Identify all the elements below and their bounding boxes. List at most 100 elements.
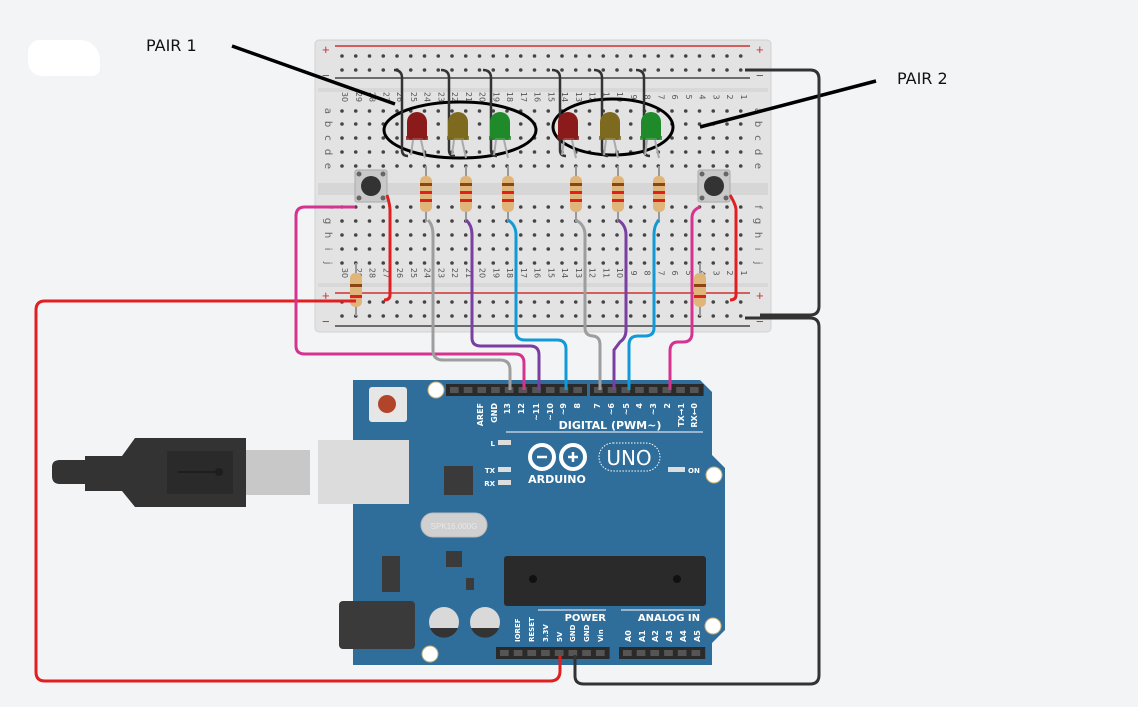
header-pin[interactable]	[650, 650, 660, 656]
rail-hole	[601, 68, 606, 72]
terminal-hole	[395, 109, 399, 113]
pulldown-resistor[interactable]	[350, 263, 362, 316]
resistor[interactable]	[502, 166, 514, 222]
header-pin[interactable]	[662, 387, 672, 393]
terminal-hole	[477, 205, 482, 209]
terminal-hole	[518, 122, 523, 126]
terminal-hole	[367, 247, 372, 251]
header-pin[interactable]	[554, 650, 564, 656]
header-pin[interactable]	[635, 387, 644, 393]
rail-hole	[546, 54, 551, 58]
header-pin[interactable]	[607, 387, 617, 393]
ground-jumper[interactable]	[440, 68, 456, 158]
wire-pin13[interactable]	[426, 218, 512, 390]
wire-pin2[interactable]	[668, 205, 701, 390]
resistor[interactable]	[460, 166, 472, 222]
led-pair2-green[interactable]	[640, 112, 662, 159]
terminal-hole	[381, 219, 386, 223]
resistor[interactable]	[612, 166, 624, 222]
rail-hole	[408, 68, 413, 72]
wire-gnd[interactable]	[573, 316, 821, 686]
power-header	[496, 647, 610, 659]
header-pin[interactable]	[491, 387, 500, 393]
led-pair2-red[interactable]	[557, 112, 579, 159]
wire-pin5[interactable]	[627, 218, 661, 390]
resistor[interactable]	[570, 166, 582, 222]
header-pin[interactable]	[463, 387, 473, 393]
header-pin[interactable]	[664, 650, 673, 656]
led-pair1-yellow[interactable]	[447, 112, 469, 159]
header-pin[interactable]	[595, 650, 605, 656]
header-pin[interactable]	[477, 387, 487, 393]
ground-jumper[interactable]	[393, 68, 409, 158]
header-pin[interactable]	[582, 650, 591, 656]
row-letter: e	[752, 163, 763, 169]
rail-hole	[601, 300, 606, 304]
header-pin[interactable]	[541, 650, 550, 656]
led-pair1-green[interactable]	[489, 112, 511, 159]
terminal-hole	[615, 109, 619, 113]
terminal-hole	[642, 233, 647, 237]
reset-button[interactable]	[369, 387, 407, 422]
terminal-hole	[505, 261, 509, 265]
wire-pin7[interactable]	[575, 218, 602, 390]
header-pin[interactable]	[621, 387, 631, 393]
wire-rail-bridge[interactable]	[745, 68, 821, 317]
rail-hole	[463, 314, 468, 318]
terminal-hole	[670, 205, 674, 209]
header-pin[interactable]	[677, 650, 687, 656]
column-number: 18	[505, 92, 514, 102]
header-pin[interactable]	[636, 650, 646, 656]
ground-jumper[interactable]	[635, 68, 651, 158]
resistor[interactable]	[653, 166, 665, 222]
led-pair1-red[interactable]	[406, 112, 428, 159]
terminal-hole	[725, 109, 729, 113]
ground-jumper[interactable]	[482, 68, 498, 158]
header-pin[interactable]	[689, 387, 699, 393]
terminal-hole	[725, 164, 729, 168]
ground-jumper[interactable]	[593, 68, 609, 158]
header-pin[interactable]	[500, 650, 509, 656]
header-pin[interactable]	[559, 387, 569, 393]
terminal-hole	[408, 261, 413, 265]
terminal-hole	[436, 205, 441, 209]
led-pair2-yellow[interactable]	[599, 112, 621, 159]
terminal-hole	[615, 247, 619, 251]
header-pin[interactable]	[450, 387, 459, 393]
rail-hole	[422, 314, 427, 318]
power-pin-label: 5V	[556, 631, 564, 642]
header-pin[interactable]	[676, 387, 685, 393]
header-pin[interactable]	[648, 387, 658, 393]
terminal-hole	[395, 219, 399, 223]
header-pin[interactable]	[568, 650, 578, 656]
header-pin[interactable]	[623, 650, 632, 656]
resistor[interactable]	[420, 166, 432, 222]
header-pin[interactable]	[527, 650, 537, 656]
ground-jumper[interactable]	[551, 68, 567, 158]
analog-pin-label: A5	[693, 630, 702, 642]
wire-pin6[interactable]	[612, 218, 628, 390]
rail-hole	[463, 300, 468, 304]
header-pin[interactable]	[691, 650, 701, 656]
pulldown-resistor[interactable]	[694, 263, 706, 316]
wire-pin12[interactable]	[294, 205, 526, 390]
rail-hole	[711, 68, 716, 72]
push-button-right[interactable]	[697, 169, 731, 203]
push-button-left[interactable]	[354, 169, 388, 203]
wire-button-left-plus[interactable]	[383, 194, 392, 302]
header-pin[interactable]	[545, 387, 555, 393]
header-pin[interactable]	[532, 387, 541, 393]
wire-pin11[interactable]	[464, 218, 541, 390]
terminal-hole	[367, 219, 372, 223]
wire-button-right-plus[interactable]	[728, 194, 738, 302]
terminal-hole	[683, 122, 688, 126]
usb-chip	[444, 466, 473, 495]
wire-pin9[interactable]	[507, 218, 568, 390]
wire-5v[interactable]	[34, 299, 562, 683]
header-pin[interactable]	[513, 650, 523, 656]
header-pin[interactable]	[594, 387, 603, 393]
rail-hole	[683, 300, 688, 304]
usb-icon	[178, 468, 223, 476]
header-pin[interactable]	[573, 387, 582, 393]
terminal-hole	[656, 261, 661, 265]
